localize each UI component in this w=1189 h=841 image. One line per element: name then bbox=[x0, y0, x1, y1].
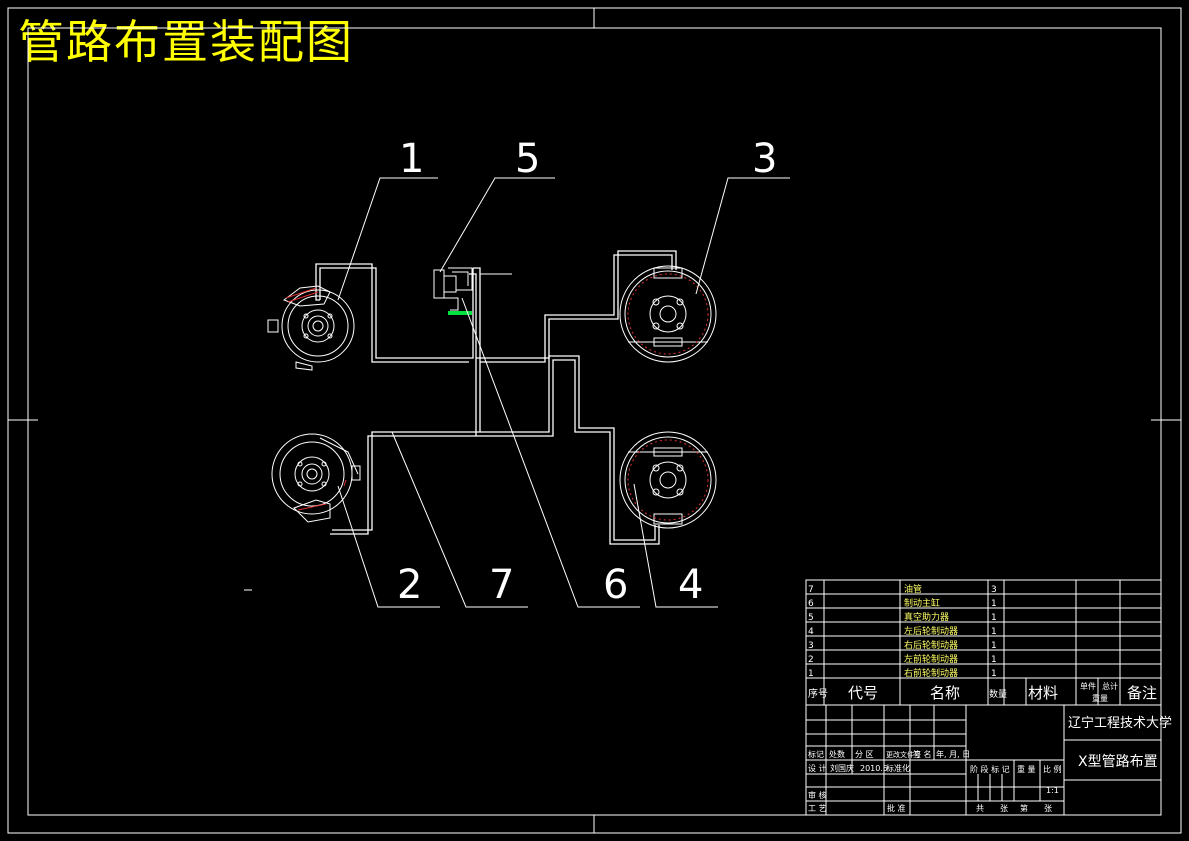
parts-row-qty: 1 bbox=[991, 627, 997, 637]
rev-count: 处数 bbox=[829, 749, 845, 759]
leader-lines bbox=[337, 177, 790, 608]
header-unit-weight: 单件 bbox=[1080, 681, 1096, 691]
callout-7: 7 bbox=[489, 562, 514, 608]
stage-label: 阶 段 标 记 bbox=[970, 764, 1010, 774]
design-date: 2010.5 bbox=[860, 764, 888, 773]
callout-numbers: 1 2 3 4 5 6 7 bbox=[397, 136, 777, 608]
header-weight: 重量 bbox=[1092, 693, 1108, 703]
parts-row-qty: 1 bbox=[991, 641, 997, 651]
sheet-unit-label-2: 张 bbox=[1044, 804, 1052, 813]
right-rear-brake-drum bbox=[619, 265, 717, 363]
parts-row-qty: 1 bbox=[991, 599, 997, 609]
parts-row-qty: 1 bbox=[991, 613, 997, 623]
design-label: 设 计 bbox=[808, 763, 827, 773]
parts-row-qty: 1 bbox=[991, 669, 997, 679]
left-front-brake-disc bbox=[271, 433, 361, 523]
callout-5: 5 bbox=[515, 136, 540, 182]
rev-zone: 分 区 bbox=[855, 750, 874, 759]
callout-2: 2 bbox=[397, 562, 422, 608]
scale-value: 1:1 bbox=[1046, 786, 1059, 795]
parts-row-name: 真空助力器 bbox=[904, 611, 949, 623]
callout-4: 4 bbox=[678, 562, 703, 608]
brake-shoe-detail-3 bbox=[627, 273, 709, 355]
parts-row-name: 油管 bbox=[904, 583, 922, 595]
sheet-unit-label: 张 bbox=[1000, 804, 1008, 813]
parts-row-no: 2 bbox=[808, 655, 814, 665]
left-rear-brake-drum bbox=[619, 431, 717, 529]
parts-list-header: 序号 代号 名称 数量 材料 单件 总计 重量 备注 bbox=[808, 681, 1157, 703]
drawing-title: 管路布置装配图 bbox=[18, 15, 354, 69]
school-name: 辽宁工程技术大学 bbox=[1068, 715, 1172, 731]
drawing-frame bbox=[7, 7, 1182, 834]
review-label: 审 核 bbox=[808, 790, 827, 800]
drawing-name: X型管路布置 bbox=[1078, 754, 1158, 770]
parts-row-no: 4 bbox=[808, 627, 814, 637]
brake-shoe-detail-4 bbox=[627, 439, 709, 521]
parts-row-name: 右后轮制动器 bbox=[904, 639, 958, 651]
parts-list bbox=[805, 579, 1162, 816]
weight-label: 重 量 bbox=[1017, 764, 1036, 774]
approve-label: 批 准 bbox=[887, 803, 906, 813]
parts-row-name: 左后轮制动器 bbox=[904, 625, 958, 637]
sheet-total-label: 共 bbox=[976, 804, 984, 813]
parts-row-no: 7 bbox=[808, 585, 814, 595]
parts-list-rows: 7 油管 3 6 制动主缸 1 5 真空助力器 1 4 左后轮制动器 1 3 右… bbox=[808, 583, 997, 679]
parts-row-no: 3 bbox=[808, 641, 814, 651]
rev-sign: 签 名 bbox=[913, 749, 932, 759]
parts-row-name: 右前轮制动器 bbox=[904, 667, 958, 679]
caliper-detail-1 bbox=[285, 287, 319, 303]
rev-file: 更改文件号 bbox=[886, 750, 921, 759]
header-name: 名称 bbox=[930, 684, 960, 702]
callout-6: 6 bbox=[603, 562, 628, 608]
right-front-brake-disc bbox=[267, 285, 355, 371]
designer-name: 刘国庆 bbox=[830, 763, 854, 773]
callout-1: 1 bbox=[399, 136, 424, 182]
booster-and-master-cylinder bbox=[433, 267, 512, 311]
sheet-no-label: 第 bbox=[1020, 803, 1028, 813]
parts-row-qty: 3 bbox=[991, 585, 997, 595]
parts-row-name: 制动主缸 bbox=[904, 597, 940, 609]
parts-row-no: 6 bbox=[808, 599, 814, 609]
parts-row-no: 1 bbox=[808, 669, 814, 679]
caliper-detail-2 bbox=[297, 479, 347, 511]
header-material: 材料 bbox=[1028, 684, 1058, 702]
header-remark: 备注 bbox=[1127, 684, 1157, 702]
header-qty: 数量 bbox=[989, 688, 1007, 700]
title-block-text: 辽宁工程技术大学 X型管路布置 标记 处数 分 区 更改文件号 签 名 年, 月… bbox=[808, 715, 1172, 813]
parts-row-no: 5 bbox=[808, 613, 814, 623]
callout-3: 3 bbox=[752, 136, 777, 182]
rev-date: 年, 月, 日 bbox=[936, 749, 970, 759]
process-label: 工 艺 bbox=[808, 804, 827, 813]
brake-pipe-network bbox=[315, 250, 677, 545]
rev-mark: 标记 bbox=[808, 749, 824, 759]
title-block bbox=[806, 705, 1161, 815]
header-code: 代号 bbox=[848, 684, 878, 702]
header-seq: 序号 bbox=[808, 687, 828, 700]
header-total-weight: 总计 bbox=[1102, 681, 1118, 691]
parts-row-name: 左前轮制动器 bbox=[904, 653, 958, 665]
scale-label: 比 例 bbox=[1043, 764, 1062, 774]
std-label: 标准化 bbox=[886, 763, 910, 773]
parts-row-qty: 1 bbox=[991, 655, 997, 665]
green-marker bbox=[448, 311, 472, 315]
